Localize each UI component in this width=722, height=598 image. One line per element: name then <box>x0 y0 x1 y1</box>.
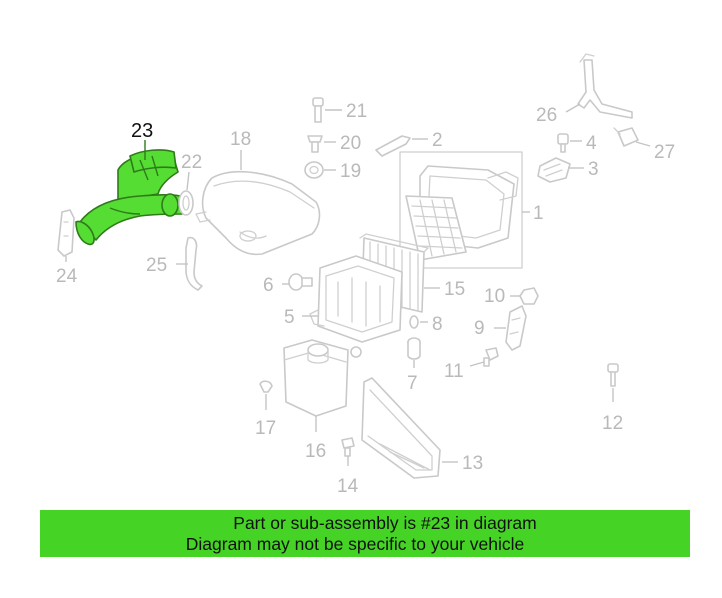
part-22-gasket[interactable] <box>178 171 194 216</box>
part-17-clip[interactable] <box>259 380 273 410</box>
label-12: 12 <box>602 413 623 434</box>
part-23-intake-duct[interactable] <box>75 140 183 246</box>
label-1: 1 <box>533 203 544 224</box>
label-14: 14 <box>337 476 359 497</box>
label-17: 17 <box>255 418 276 439</box>
part-21-bolt[interactable] <box>312 97 342 123</box>
label-8: 8 <box>432 314 443 335</box>
part-18-resonator[interactable] <box>195 150 321 256</box>
banner-line-2: Diagram may not be specific to your vehi… <box>185 533 525 554</box>
part-1-air-cleaner-case[interactable] <box>399 151 530 269</box>
label-18: 18 <box>230 129 251 150</box>
label-19: 19 <box>340 161 361 182</box>
label-3: 3 <box>588 159 599 180</box>
label-16: 16 <box>305 441 326 462</box>
label-4: 4 <box>586 133 597 154</box>
part-10-nut[interactable] <box>510 287 539 305</box>
part-14-bolt[interactable] <box>341 437 355 466</box>
label-24: 24 <box>56 266 78 287</box>
label-6: 6 <box>263 275 274 296</box>
part-13-air-guide[interactable] <box>361 377 458 479</box>
part-4-bolt[interactable] <box>557 133 582 153</box>
part-24-bracket[interactable] <box>57 209 75 262</box>
label-2: 2 <box>432 130 443 151</box>
label-9: 9 <box>474 318 485 339</box>
part-12-bolt[interactable] <box>607 363 619 402</box>
part-3-sensor-block[interactable] <box>537 157 584 183</box>
label-26: 26 <box>536 105 557 126</box>
label-25: 25 <box>146 255 167 276</box>
banner-line-1: Part or sub-assembly is #23 in diagram <box>233 512 537 533</box>
part-9-bracket[interactable] <box>494 305 527 351</box>
part-16-reservoir[interactable] <box>283 339 362 432</box>
part-8-o-ring[interactable] <box>409 315 428 329</box>
label-20: 20 <box>340 133 361 154</box>
part-6-fitting[interactable] <box>282 273 313 291</box>
part-20-clip[interactable] <box>307 135 336 153</box>
label-22: 22 <box>181 152 202 173</box>
part-27-sensor[interactable] <box>613 127 651 147</box>
label-23: 23 <box>131 120 153 142</box>
label-27: 27 <box>654 142 675 163</box>
label-11: 11 <box>444 361 464 382</box>
label-13: 13 <box>462 453 483 474</box>
part-19-grommet[interactable] <box>304 161 336 179</box>
part-25-hose[interactable] <box>176 236 203 291</box>
label-15: 15 <box>444 279 465 300</box>
part-5-lower-case[interactable] <box>302 255 403 343</box>
part-2-bracket[interactable] <box>375 135 428 157</box>
label-7: 7 <box>407 373 418 394</box>
label-21: 21 <box>346 101 367 122</box>
label-5: 5 <box>284 307 295 328</box>
part-26-pipe[interactable] <box>565 53 633 119</box>
info-banner: Part or sub-assembly is #23 in diagram D… <box>40 510 690 557</box>
part-11-bolt[interactable] <box>469 347 499 367</box>
part-7-cap[interactable] <box>407 337 421 368</box>
label-10: 10 <box>484 286 505 307</box>
